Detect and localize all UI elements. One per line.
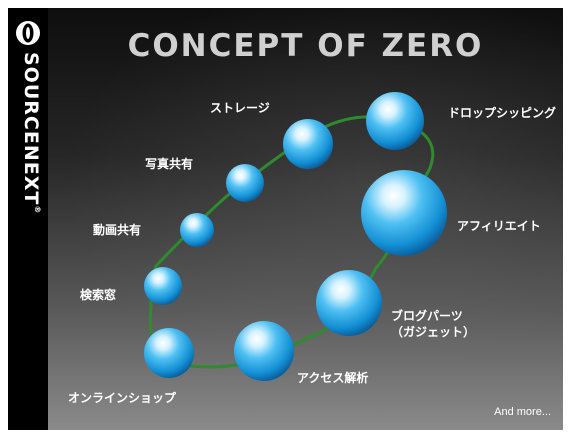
slide-title: CONCEPT OF ZERO	[127, 28, 484, 64]
sphere-search-box	[144, 267, 182, 305]
concept-diagram	[144, 92, 447, 381]
label-dropshipping: ドロップシッピング	[448, 106, 557, 120]
label-online-shop: オンラインショップ	[68, 391, 177, 405]
label-blog-parts-line1: ブログパーツ	[391, 309, 463, 323]
and-more-footer: And more...	[494, 406, 551, 418]
sphere-access-analysis	[234, 321, 294, 381]
label-search-box: 検索窓	[80, 288, 117, 302]
brand-sidebar: SOURCENEXT®	[8, 8, 48, 430]
sphere-video-share	[180, 213, 214, 247]
label-video-share: 動画共有	[93, 223, 142, 237]
sourcenext-logo-icon	[16, 21, 40, 45]
sphere-storage	[283, 119, 333, 169]
label-storage: ストレージ	[210, 101, 270, 115]
label-access-analysis: アクセス解析	[297, 371, 369, 385]
sphere-affiliate	[361, 170, 447, 256]
sphere-dropshipping	[366, 92, 424, 150]
label-affiliate: アフィリエイト	[457, 219, 541, 233]
slide: SOURCENEXT® CONCEPT OF ZERO	[8, 8, 563, 430]
sphere-online-shop	[144, 328, 194, 378]
sphere-photo-share	[226, 164, 264, 202]
label-blog-parts: ブログパーツ （ガジェット）	[391, 308, 475, 340]
label-blog-parts-line2: （ガジェット）	[391, 325, 476, 339]
sphere-blog-parts	[316, 270, 382, 336]
label-photo-share: 写真共有	[145, 157, 194, 171]
